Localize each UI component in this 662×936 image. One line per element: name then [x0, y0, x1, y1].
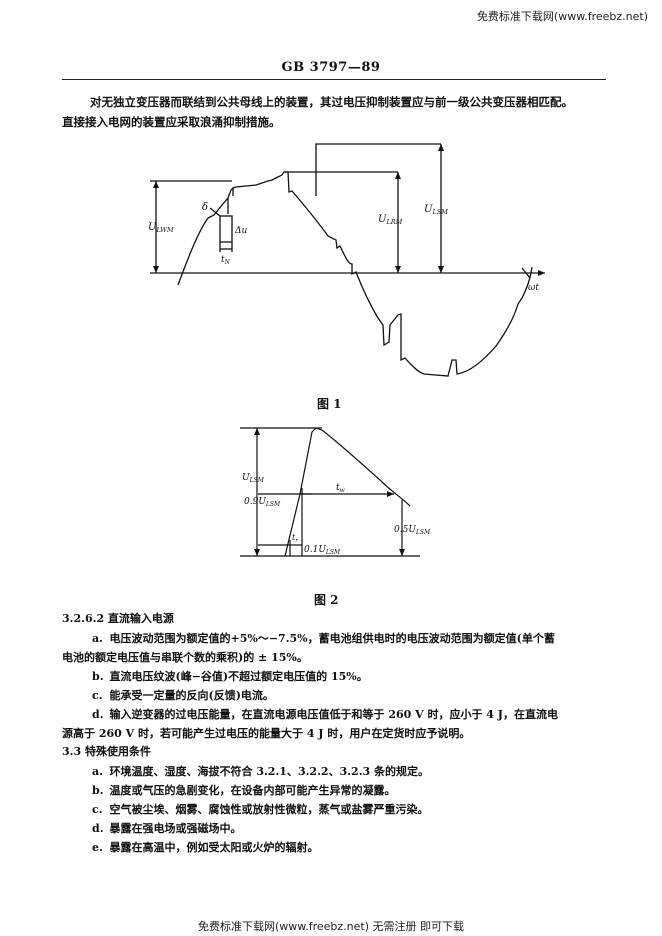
item-text: 空气被尘埃、烟雾、腐蚀性或放射性微粒，蒸气或盐雾严重污染。	[109, 803, 429, 816]
watermark-top: 免费标准下载网(www.freebz.net)	[476, 10, 648, 23]
item-3262-a-line-1: a. 电压波动范围为额定值的+5%～−7.5%，蓄电池组供电时的电压波动范围为额…	[92, 629, 555, 648]
fig2-label-fifty: 0.5ULSM	[394, 525, 431, 536]
item-text: 暴露在高温中，例如受太阳或火炉的辐射。	[109, 841, 319, 854]
intro-line-1: 对无独立变压器而联结到公共母线上的装置，其过电压抑制装置应与前一级公共变压器相匹…	[90, 95, 573, 109]
fig1-ulsm-ref-line	[315, 143, 441, 196]
watermark-bottom: 免费标准下载网(www.freebz.net) 无需注册 即可下载	[197, 920, 465, 933]
fig1-waveform	[177, 171, 533, 377]
item-label: a.	[92, 765, 103, 778]
item-3262-a-line-2: 电池的额定电压值与串联个数的乘积)的 ± 15%。	[62, 651, 308, 664]
fig1-label-delta: δ	[202, 202, 208, 213]
fig1-label-tn: tN	[221, 255, 231, 266]
item-label: d.	[92, 822, 104, 835]
standard-code: GB 3797—89	[281, 60, 381, 75]
fig1-label-ulwm: ULWM	[148, 222, 174, 234]
intro-line-2: 直接接入电网的装置应采取浪涌抑制措施。	[62, 115, 281, 129]
item-label: d.	[92, 708, 104, 721]
fig2-label-tw: tw	[336, 483, 346, 494]
list-item: b. 温度或气压的急剧变化，在设备内部可能产生异常的凝露。	[92, 781, 396, 800]
fig2-label-ninety: 0.9ULSM	[244, 497, 281, 508]
fig1-label-ulrm: ULRM	[378, 214, 403, 226]
item-label: c.	[92, 803, 103, 816]
item-label: a.	[92, 632, 103, 645]
fig1-axis-tick	[521, 267, 531, 279]
item-text: 输入逆变器的过电压能量，在直流电源电压值低于和等于 260 V 时，应小于 4 …	[109, 708, 559, 721]
section-3262-heading: 3.2.6.2 直流输入电源	[62, 612, 174, 625]
header-rule	[62, 79, 606, 81]
list-item: e. 暴露在高温中，例如受太阳或火炉的辐射。	[92, 838, 319, 857]
figure-2-caption: 图 2	[314, 593, 339, 607]
fig2-label-ulsm: ULSM	[242, 473, 265, 484]
item-label: b.	[92, 784, 104, 797]
figure-1-lines	[150, 143, 545, 377]
fig1-notch-box	[219, 215, 233, 243]
item-label: b.	[92, 670, 104, 683]
list-item: c. 空气被尘埃、烟雾、腐蚀性或放射性微粒，蒸气或盐雾严重污染。	[92, 800, 429, 819]
fig2-label-tr: tr	[292, 533, 298, 544]
figure-2-lines	[240, 427, 420, 557]
item-text: 电压波动范围为额定值的+5%～−7.5%，蓄电池组供电时的电压波动范围为额定值(…	[109, 632, 555, 645]
fig2-label-ten: 0.1ULSM	[304, 545, 341, 556]
fig1-label-ulsm: ULSM	[424, 204, 448, 216]
item-3262-c: c. 能承受一定量的反向(反馈)电流。	[92, 686, 274, 705]
item-text: 暴露在强电场或强磁场中。	[109, 822, 242, 835]
item-label: c.	[92, 689, 103, 702]
item-3262-d-line-1: d. 输入逆变器的过电压能量，在直流电源电压值低于和等于 260 V 时，应小于…	[92, 705, 558, 724]
fig1-label-omega-t: ωt	[528, 283, 539, 293]
item-text: 温度或气压的急剧变化，在设备内部可能产生异常的凝露。	[109, 784, 396, 797]
list-item: d. 暴露在强电场或强磁场中。	[92, 819, 242, 838]
item-3262-d-line-2: 源高于 260 V 时，若可能产生过电压的能量大于 4 J 时，用户在定货时应予…	[62, 727, 471, 740]
figure-1-arrowheads	[153, 144, 545, 276]
figure-2-arrowheads	[254, 428, 405, 556]
item-3262-b: b. 直流电压纹波(峰−谷值)不超过额定电压值的 15%。	[92, 667, 368, 686]
item-text: 环境温度、湿度、海拔不符合 3.2.1、3.2.2、3.2.3 条的规定。	[109, 765, 430, 778]
item-text: 直流电压纹波(峰−谷值)不超过额定电压值的 15%。	[109, 670, 368, 683]
fig2-pulse	[284, 427, 411, 557]
fig1-delta-pointer	[209, 207, 221, 217]
figure-1-caption: 图 1	[317, 397, 342, 411]
list-item: a. 环境温度、湿度、海拔不符合 3.2.1、3.2.2、3.2.3 条的规定。	[92, 762, 429, 781]
item-label: e.	[92, 841, 103, 854]
fig1-label-delta-u: Δu	[234, 226, 247, 236]
item-text: 能承受一定量的反向(反馈)电流。	[109, 689, 274, 702]
section-33-heading: 3.3 特殊使用条件	[62, 745, 151, 758]
